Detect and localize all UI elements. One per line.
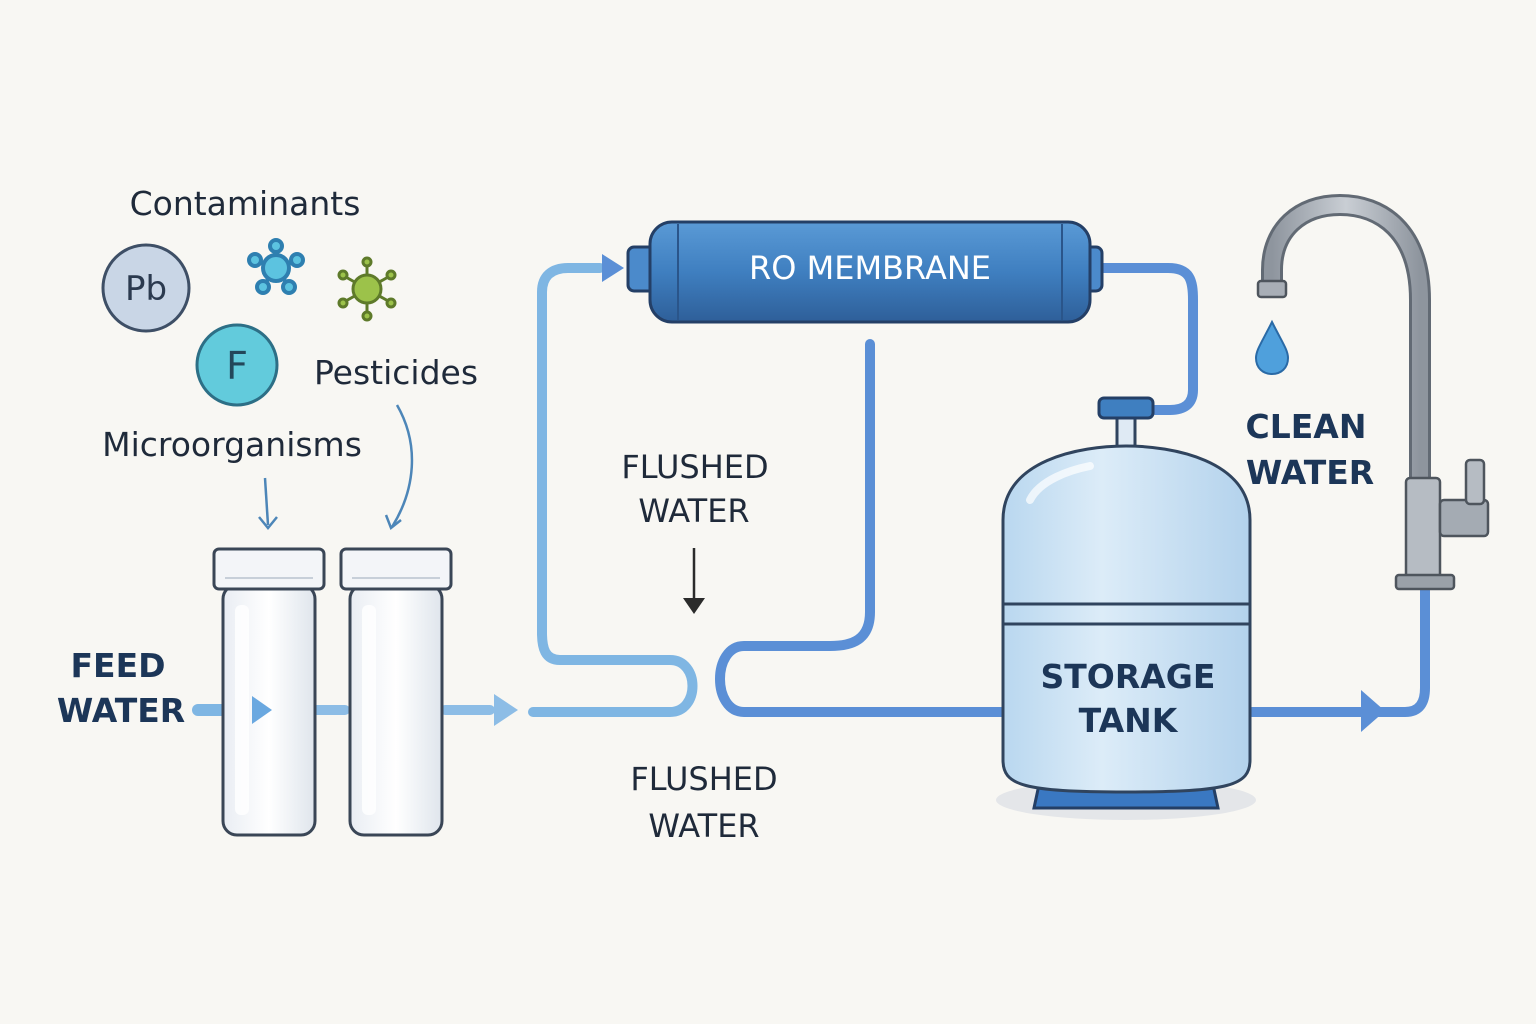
contaminant-arrows: [258, 404, 414, 531]
prefilter-cartridge-1: [212, 547, 326, 837]
flushed-bottom-line2: WATER: [648, 807, 759, 845]
membrane-inlet-arrowhead: [602, 254, 624, 282]
flushed-top-line1: FLUSHED: [621, 448, 768, 486]
faucet-icon: [1256, 193, 1490, 591]
feed-label-line1: FEED: [70, 646, 165, 685]
flushed-down-arrow: [683, 548, 705, 614]
membrane-label: RO MEMBRANE: [749, 249, 991, 287]
lead-icon: Pb: [101, 243, 191, 333]
supply-pipe: [528, 263, 698, 717]
lead-symbol: Pb: [125, 269, 167, 309]
flushed-bottom-line1: FLUSHED: [630, 760, 777, 798]
tank-label-line2: TANK: [1079, 701, 1179, 740]
pesticides-label: Pesticides: [314, 353, 478, 392]
fluoride-symbol: F: [226, 344, 248, 388]
contaminants-title: Contaminants: [130, 184, 361, 223]
loop-arrowhead: [494, 694, 518, 726]
faucet-arrowhead: [1361, 690, 1385, 732]
storage-tank: STORAGE TANK: [996, 396, 1256, 820]
fluoride-icon: F: [195, 323, 279, 407]
clean-label-line2: WATER: [1246, 453, 1374, 492]
clean-label-line1: CLEAN: [1246, 407, 1367, 446]
feed-label-line2: WATER: [57, 691, 185, 730]
feed-arrow-tip: [252, 696, 272, 724]
prefilter-cartridge-2: [339, 547, 453, 837]
microorganisms-label: Microorganisms: [102, 425, 362, 464]
tank-label-line1: STORAGE: [1041, 657, 1216, 696]
bacteria-icon: [337, 256, 397, 322]
flushed-top-line2: WATER: [638, 492, 749, 530]
ro-membrane: RO MEMBRANE: [626, 220, 1104, 324]
product-pipe: [1095, 263, 1198, 415]
outlet-pipe: [1247, 583, 1430, 717]
virus-icon: [247, 238, 305, 295]
droplet-icon: [1254, 319, 1290, 376]
reject-pipe: [715, 339, 1009, 717]
